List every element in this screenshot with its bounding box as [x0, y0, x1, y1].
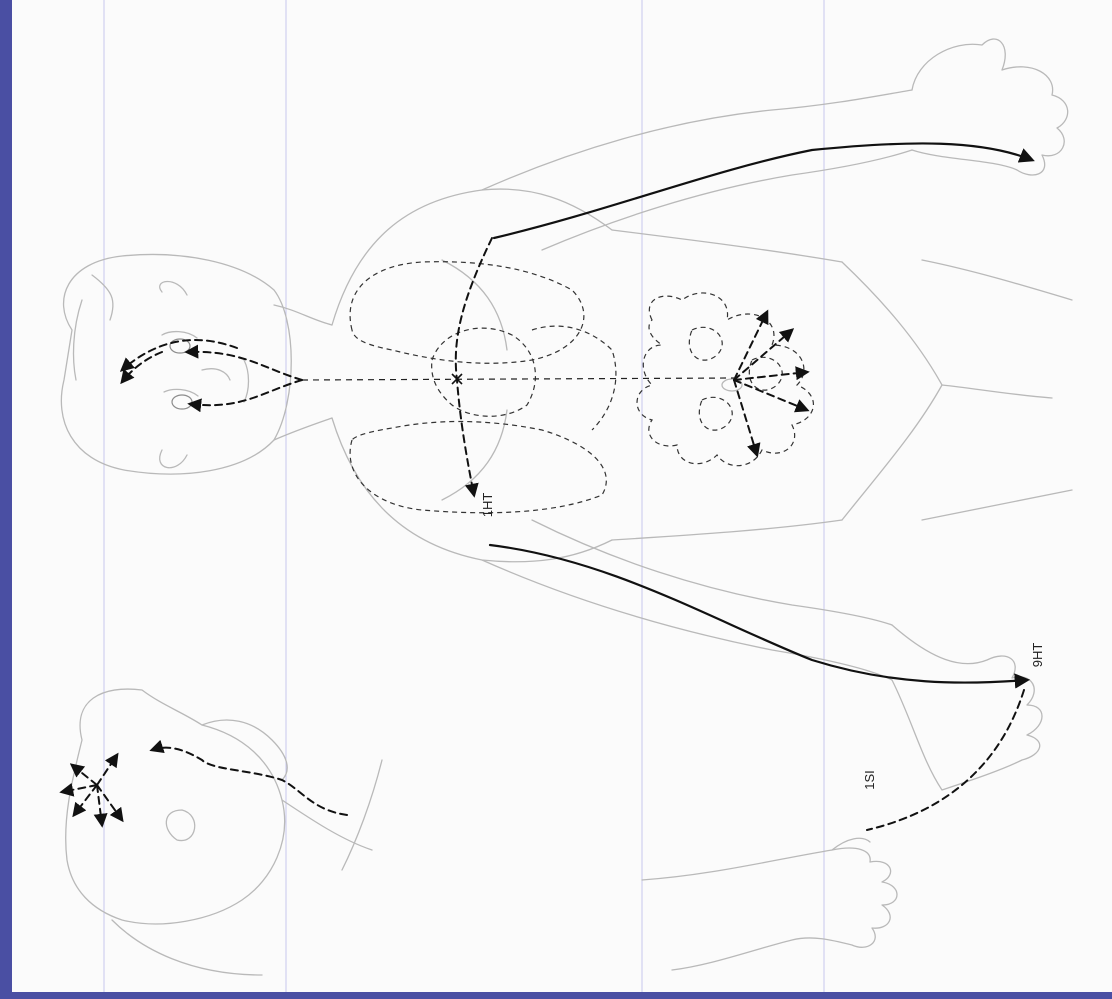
central-channel: [302, 378, 734, 380]
profile-neck: [282, 800, 372, 850]
intestine-loop: [689, 327, 722, 360]
label-1si: 1SI: [862, 770, 877, 790]
guide-lines: [104, 0, 824, 992]
left-lung: [350, 422, 606, 513]
right-thigh: [922, 260, 1072, 300]
heart-meridian-paths: [122, 143, 1032, 830]
radiating-branch: [734, 380, 807, 410]
bottom-border-bar: [0, 992, 1112, 999]
brow: [162, 332, 197, 338]
hair-line: [92, 275, 113, 320]
left-arm-outer: [482, 560, 892, 680]
right-arm-outer: [482, 90, 912, 190]
profile-ear: [166, 810, 194, 841]
intestine-loop: [699, 397, 732, 430]
profile-radiating: [62, 785, 97, 792]
body-sketch: [61, 39, 1072, 790]
left-flank: [612, 520, 842, 540]
profile-radiating: [97, 755, 117, 785]
intestines: [637, 293, 813, 466]
navel: [722, 379, 742, 391]
right-hand: [912, 39, 1068, 175]
mouth: [244, 360, 249, 402]
axillary-arc: [456, 238, 492, 495]
right-shoulder: [332, 189, 612, 325]
detail-hand-outline: [642, 848, 897, 970]
heart: [432, 328, 536, 416]
inner-thigh: [942, 385, 1052, 398]
groin-outline: [842, 262, 942, 520]
radiating-branch: [734, 312, 767, 380]
left-arm-inner: [532, 520, 892, 625]
left-border-bar: [0, 0, 12, 999]
radiating-branch: [734, 380, 757, 455]
right-flank: [612, 230, 842, 262]
profile-nape: [112, 920, 262, 975]
organ-outlines: [350, 262, 813, 513]
ear: [160, 281, 187, 295]
branch-to-left-eye: [190, 380, 302, 405]
radiating-branch: [734, 372, 807, 380]
hair-line: [74, 300, 82, 380]
right-lung: [350, 262, 584, 364]
profile-skull: [66, 689, 285, 924]
label-1ht: 1HT: [480, 493, 495, 518]
branch-to-right-eye: [187, 352, 302, 380]
profile-radiating: [72, 765, 97, 785]
anatomy-illustration: 1HT 9HT 1SI: [12, 0, 1112, 992]
left-thigh: [922, 490, 1072, 520]
left-eye: [172, 395, 192, 409]
profile-radiating: [74, 785, 97, 815]
branch-to-brow: [122, 352, 162, 382]
profile-head: [62, 689, 382, 975]
profile-meridian: [152, 748, 347, 815]
anatomy-canvas: 1HT 9HT 1SI: [12, 0, 1112, 992]
left-arm-meridian: [490, 545, 1027, 683]
detail-hand: [642, 838, 897, 970]
label-9ht: 9HT: [1030, 643, 1045, 668]
right-arm-inner: [542, 150, 912, 250]
nose: [202, 369, 230, 380]
head-outline: [61, 254, 291, 474]
ear: [160, 450, 187, 468]
connection-to-1si: [867, 690, 1024, 830]
left-hand: [892, 625, 1042, 790]
radiating-branch: [734, 330, 792, 380]
